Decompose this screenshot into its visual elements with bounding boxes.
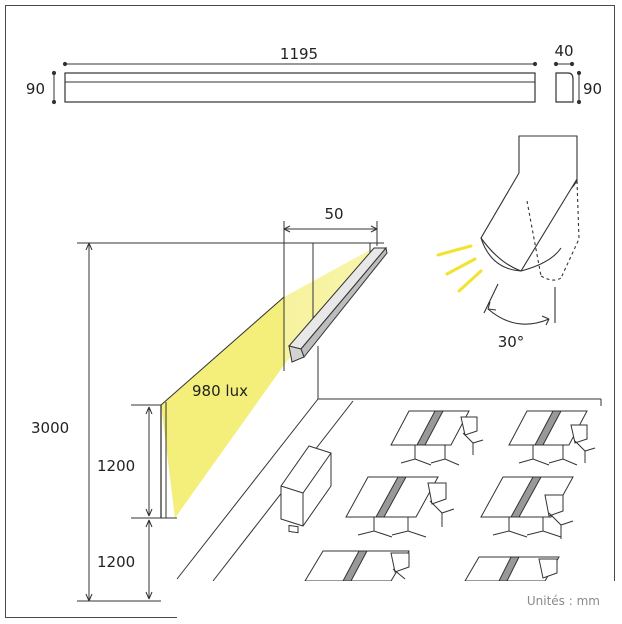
light-ray	[457, 269, 483, 293]
desk-group	[480, 476, 574, 539]
ceiling-height-label: 3000	[31, 419, 69, 437]
side-view	[553, 61, 582, 105]
height-side-label: 90	[583, 80, 602, 98]
luminaire-front-body	[64, 72, 536, 103]
illuminated-wall	[161, 297, 284, 518]
tilt-detail	[480, 135, 580, 326]
tilt-angle-label: 30°	[498, 333, 525, 351]
light-ray	[445, 257, 477, 276]
offset-label: 50	[324, 205, 343, 223]
desk-group	[464, 556, 560, 582]
cabinet	[280, 445, 332, 527]
technical-drawing: 1195 90 40 90 30°	[26, 42, 616, 619]
luminaire-end-cap	[288, 345, 305, 363]
desk-group	[304, 550, 410, 582]
office-desks	[304, 410, 596, 582]
illuminance-label: 980 lux	[192, 382, 248, 400]
length-label: 1195	[280, 45, 318, 63]
luminaire-side-body	[555, 72, 574, 103]
angle-arc	[487, 308, 550, 325]
light-ray	[436, 244, 473, 257]
units-note: Unités : mm	[526, 594, 600, 608]
light-rays	[436, 244, 483, 293]
front-view	[51, 61, 538, 105]
desk-group	[508, 410, 596, 466]
desk-group	[345, 476, 455, 538]
height-front-label: 90	[26, 80, 45, 98]
panel-height-label: 1200	[97, 457, 135, 475]
room-perspective	[77, 221, 602, 602]
floor-gap-label: 1200	[97, 553, 135, 571]
width-label: 40	[554, 42, 573, 60]
drawing-frame: 1195 90 40 90 30°	[5, 5, 616, 619]
tilted-reference-line	[483, 283, 499, 314]
desk-group	[390, 410, 484, 466]
